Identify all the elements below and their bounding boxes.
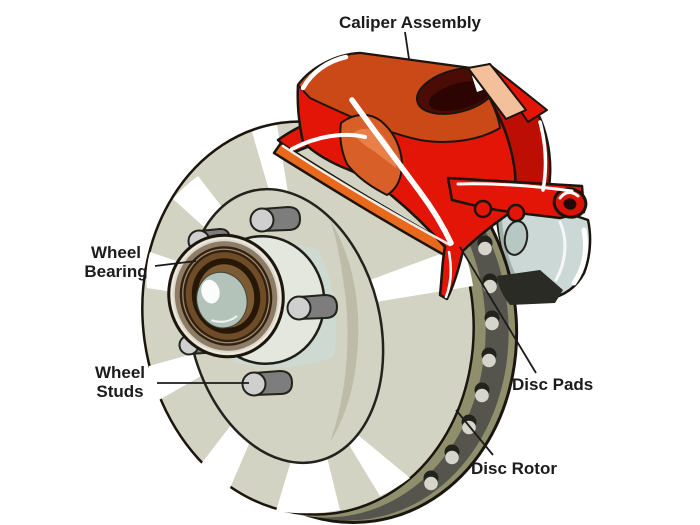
leader-wheel-bearing: [154, 260, 197, 267]
caliper-peach-highlight: [467, 63, 527, 120]
leader-disc-rotor: [455, 409, 494, 456]
label-disc-pads: Disc Pads: [512, 375, 594, 394]
leader-lines: [154, 31, 537, 456]
caliper-highlights: [281, 54, 574, 299]
wheel-stud: [249, 205, 302, 233]
wheel-stud: [286, 293, 339, 321]
wheel-stud: [241, 369, 294, 397]
leader-disc-pads: [459, 246, 537, 374]
wheel-hub: [167, 187, 385, 465]
label-caliper-assembly: Caliper Assembly: [338, 13, 482, 32]
label-wheel-studs: Wheel Studs: [94, 363, 146, 401]
leader-caliper-assembly: [404, 31, 410, 60]
label-disc-rotor: Disc Rotor: [471, 459, 557, 478]
wheel-bearing-part: [167, 233, 285, 359]
caliper-assembly-part: [272, 51, 588, 301]
label-wheel-bearing: Wheel Bearing: [84, 243, 148, 281]
caliper-guide-pin: [552, 187, 588, 219]
bracket-shadow: [497, 270, 563, 305]
